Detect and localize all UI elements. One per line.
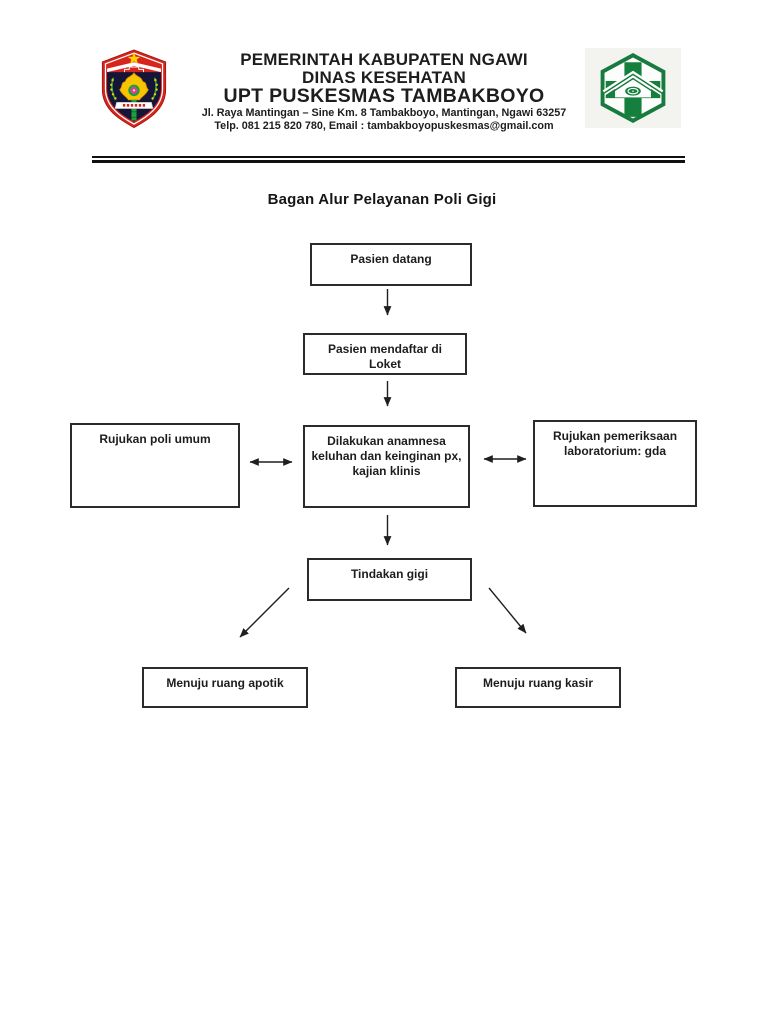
page-title: Bagan Alur Pelayanan Poli Gigi [267, 191, 497, 208]
flow-node-label: Dilakukan anamnesa [327, 434, 446, 448]
flow-node-label: Rujukan poli umum [99, 432, 211, 446]
flow-node-ruang-apotik: Menuju ruang apotik [142, 667, 308, 708]
office-name: UPT PUSKESMAS TAMBAKBOYO [223, 85, 545, 107]
flow-node-label: Pasien mendaftar di [327, 342, 443, 356]
flow-node-label: laboratorium: gda [563, 444, 666, 458]
flow-node-label: Loket [368, 357, 401, 371]
flow-node-ruang-kasir: Menuju ruang kasir [455, 667, 621, 708]
flow-node-rujukan-laboratorium: Rujukan pemeriksaan laboratorium: gda [533, 420, 697, 507]
ngawi-coat-of-arms-logo [92, 46, 176, 130]
flow-node-label: Pasien datang [350, 252, 432, 266]
flow-node-label: Menuju ruang apotik [166, 676, 284, 690]
government-name: PEMERINTAH KABUPATEN NGAWI [240, 50, 528, 69]
flow-node-label: Tindakan gigi [350, 567, 429, 581]
flow-node-tindakan-gigi: Tindakan gigi [307, 558, 472, 601]
arrow-tindakan-to-apotik [239, 587, 290, 638]
arrow-tindakan-to-kasir [488, 587, 527, 634]
letterhead-divider [92, 156, 685, 163]
department-name: DINAS KESEHATAN [302, 68, 466, 87]
ngawi-shield-icon [101, 49, 167, 129]
flow-node-label: kajian klinis [352, 464, 421, 478]
contact-line: Telp. 081 215 820 780, Email : tambakboy… [214, 119, 554, 132]
flow-node-label: Menuju ruang kasir [482, 676, 594, 690]
flow-node-label: keluhan dan keinginan px, [311, 449, 462, 463]
flow-node-pasien-datang: Pasien datang [310, 243, 472, 286]
address-line: Jl. Raya Mantingan – Sine Km. 8 Tambakbo… [201, 107, 567, 119]
flow-node-anamnesa: Dilakukan anamnesa keluhan dan keinginan… [303, 425, 470, 508]
letterhead: PEMERINTAH KABUPATEN NGAWI DINAS KESEHAT… [0, 0, 768, 160]
flow-node-rujukan-poli-umum: Rujukan poli umum [70, 423, 240, 508]
puskesmas-cross-icon [600, 53, 666, 123]
flow-node-pasien-mendaftar: Pasien mendaftar di Loket [303, 333, 467, 375]
puskesmas-logo [585, 48, 681, 128]
flow-node-label: Rujukan pemeriksaan [552, 429, 678, 443]
letterhead-text: PEMERINTAH KABUPATEN NGAWI DINAS KESEHAT… [160, 50, 608, 132]
